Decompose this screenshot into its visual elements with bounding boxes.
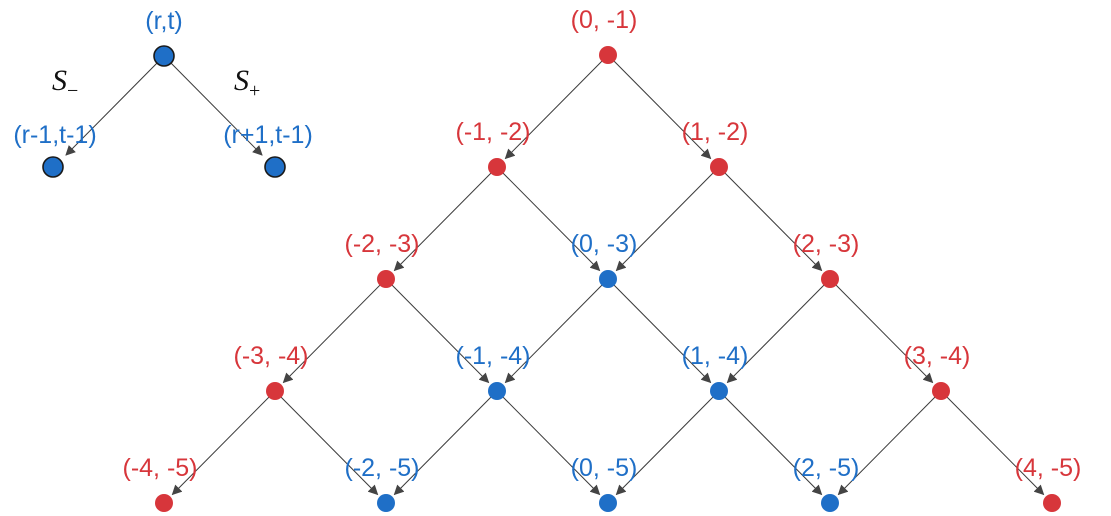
lattice-labels: (0, -1) (-1, -2) (1, -2) (-2, -3) (0, -3) (2,… <box>123 6 1082 482</box>
lattice-edge-n1-n3 <box>393 166 498 272</box>
lattice-node-label-n8: (1, -4) <box>682 342 749 370</box>
lattice-node-n3 <box>377 270 395 288</box>
lattice-edge-n9-n14 <box>940 390 1045 496</box>
lattice-node-label-n1: (-1, -2) <box>456 118 531 146</box>
right-operator-subscript: + <box>249 80 260 102</box>
lattice-node-label-n11: (-2, -5) <box>345 454 420 482</box>
lattice-node-label-n13: (2, -5) <box>793 454 860 482</box>
lattice-edge-n7-n11 <box>393 390 498 496</box>
lattice-edge-n2-n5 <box>718 166 823 272</box>
lattice-edge-n1-n4 <box>496 166 601 272</box>
left-operator-symbol: S <box>52 64 67 97</box>
legend-edge-left <box>65 55 165 156</box>
lattice-edge-n9-n13 <box>837 390 942 496</box>
lattice-edge-n5-n8 <box>726 278 831 384</box>
lattice-node-n2 <box>710 158 728 176</box>
lattice-node-n8 <box>710 382 728 400</box>
lattice-edge-n3-n6 <box>282 278 387 384</box>
lattice-node-n11 <box>377 494 395 512</box>
lattice-edge-n0-n1 <box>504 54 609 160</box>
lattice-edge-n3-n7 <box>385 278 490 384</box>
lattice-node-label-n14: (4, -5) <box>1015 454 1082 482</box>
lattice-node-n13 <box>821 494 839 512</box>
lattice-edge-n8-n12 <box>615 390 720 496</box>
lattice-node-n5 <box>821 270 839 288</box>
lattice-node-label-n12: (0, -5) <box>571 454 638 482</box>
legend-right-child-label: (r+1,t-1) <box>223 121 313 149</box>
right-operator-label: S+ <box>234 64 260 102</box>
lattice-edge-n6-n10 <box>171 390 276 496</box>
lattice-nodes <box>155 46 1061 512</box>
lattice-node-n7 <box>488 382 506 400</box>
lattice-edge-n8-n13 <box>718 390 823 496</box>
left-operator-label: S− <box>52 64 78 102</box>
lattice-node-n12 <box>599 494 617 512</box>
lattice-node-label-n3: (-2, -3) <box>345 230 420 258</box>
lattice-node-label-n6: (-3, -4) <box>234 342 309 370</box>
lattice-node-n1 <box>488 158 506 176</box>
legend-right-child-node <box>264 156 286 178</box>
lattice-node-n9 <box>932 382 950 400</box>
lattice-node-n0 <box>599 46 617 64</box>
lattice-node-label-n9: (3, -4) <box>904 342 971 370</box>
lattice-node-label-n7: (-1, -4) <box>456 342 531 370</box>
lattice-node-label-n2: (1, -2) <box>682 118 749 146</box>
lattice-edge-n2-n4 <box>615 166 720 272</box>
legend-edge-right <box>163 55 263 156</box>
lattice-node-label-n10: (-4, -5) <box>123 454 198 482</box>
lattice-node-n14 <box>1043 494 1061 512</box>
lattice-edge-n7-n12 <box>496 390 601 496</box>
lattice-node-label-n0: (0, -1) <box>571 6 638 34</box>
left-operator-subscript: − <box>67 80 78 102</box>
lattice-node-label-n4: (0, -3) <box>571 230 638 258</box>
legend-left-child-label: (r-1,t-1) <box>13 121 96 149</box>
legend-parent-node <box>153 45 175 67</box>
legend: (r,t) (r-1,t-1) (r+1,t-1) S− S+ <box>13 7 313 178</box>
lattice-node-label-n5: (2, -3) <box>793 230 860 258</box>
lattice-edge-n5-n9 <box>829 278 934 384</box>
legend-parent-label: (r,t) <box>145 7 183 35</box>
right-operator-symbol: S <box>234 64 249 97</box>
legend-left-child-node <box>42 156 64 178</box>
lattice-edge-n0-n2 <box>607 54 712 160</box>
lattice-edge-n6-n11 <box>274 390 379 496</box>
lattice-edge-n4-n7 <box>504 278 609 384</box>
lattice-edge-n4-n8 <box>607 278 712 384</box>
lattice-node-n6 <box>266 382 284 400</box>
lattice-node-n4 <box>599 270 617 288</box>
lattice-node-n10 <box>155 494 173 512</box>
lattice-edges <box>171 54 1045 496</box>
